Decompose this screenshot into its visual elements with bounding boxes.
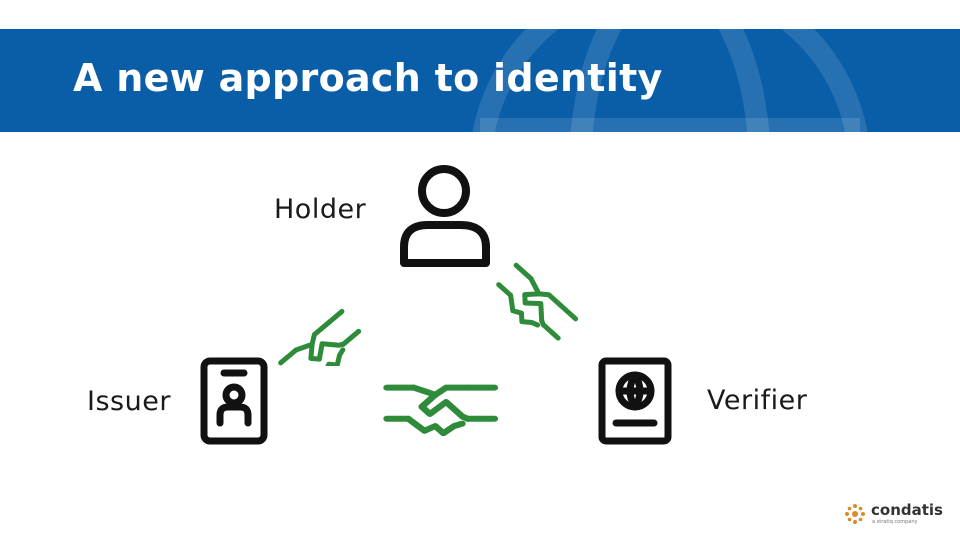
handshake-icon [494,258,618,374]
brand-tagline: a stratiq company [872,519,918,525]
id-badge-icon [200,357,268,445]
issuer-label: Issuer [87,386,171,417]
brand-logo: condatis a stratiq company [843,501,953,528]
globe-watermark-icon [472,29,868,132]
handshake-icon [380,372,500,436]
holder-label: Holder [274,194,367,225]
header-band: A new approach to identity [0,29,960,132]
passport-icon [598,357,672,445]
verifier-label: Verifier [707,385,808,416]
slide-title: A new approach to identity [73,56,663,100]
user-icon [400,165,490,267]
brand-mark-icon [845,504,865,524]
handshake-icon [262,262,398,366]
brand-name: condatis [871,501,943,519]
